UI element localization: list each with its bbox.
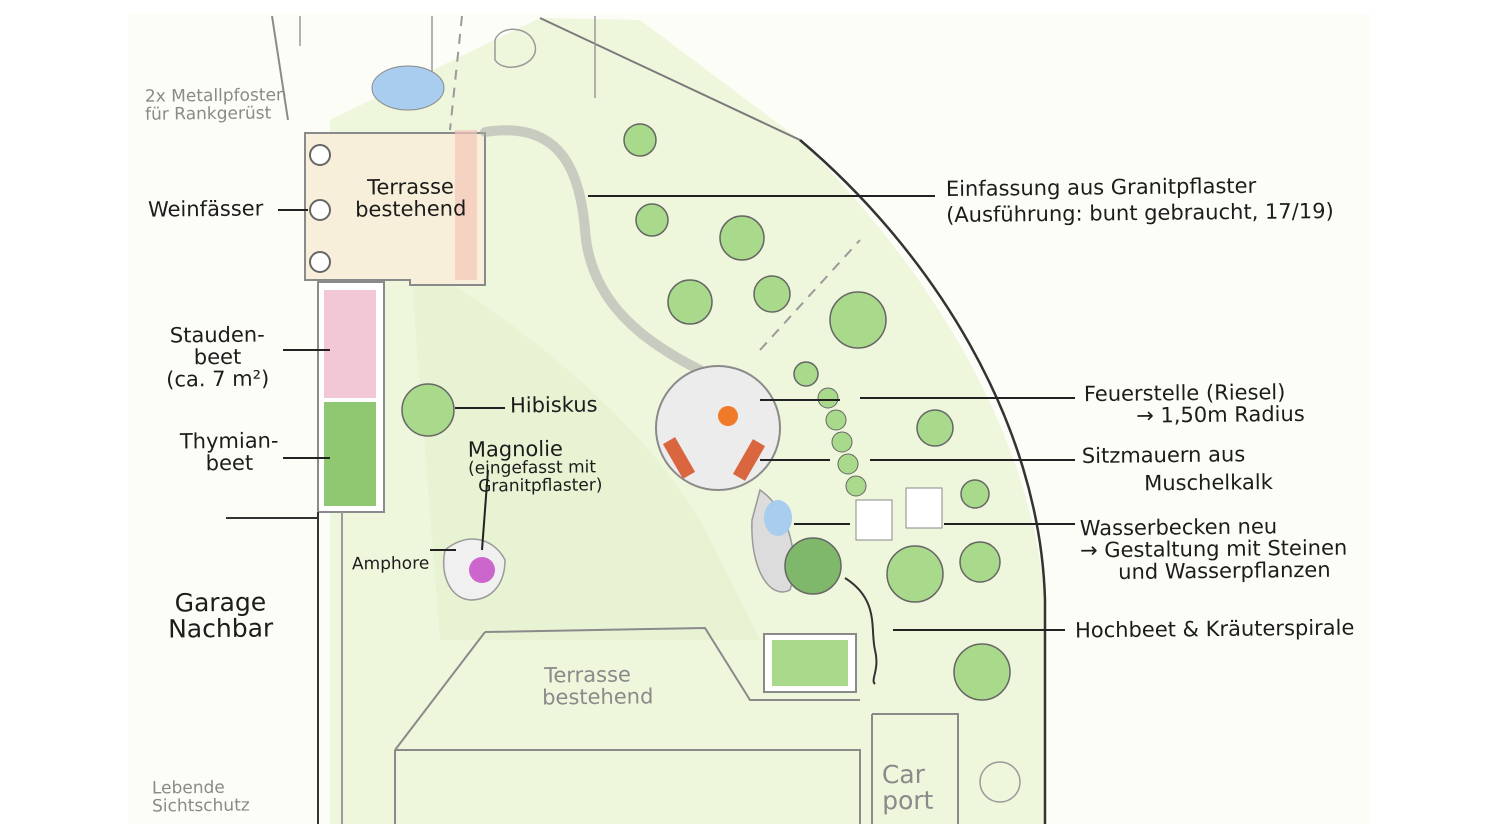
label-amphore: Amphore [351, 553, 430, 575]
path-dashed [449, 15, 463, 131]
label-terrasse-bottom: Terrasse bestehend [522, 662, 654, 710]
label-line: beet [193, 344, 242, 370]
label-line: (ca. 7 m²) [166, 366, 270, 392]
label-line: Car [881, 759, 926, 790]
label-line: Granitpflaster) [478, 475, 603, 497]
label-line: Muschelkalk [1144, 470, 1273, 496]
shrub [960, 479, 990, 509]
shrub [953, 643, 1011, 701]
label-wasserbecken: Wasserbecken neu → Gestaltung mit Steine… [1080, 514, 1348, 585]
shrub [886, 545, 944, 603]
hedge-plant [831, 431, 853, 453]
carport-outline [872, 713, 959, 824]
fence-line [271, 15, 289, 121]
wine-barrel-3 [309, 251, 331, 273]
shrub [793, 361, 819, 387]
label-terrasse-top: Terrasse bestehend [354, 174, 467, 222]
shrub [623, 123, 657, 157]
shrub [719, 215, 765, 261]
tree-outline-top [494, 28, 537, 68]
label-line: (Ausführung: bunt gebraucht, 17/19) [946, 199, 1334, 228]
hedge-plant [817, 387, 839, 409]
label-line: und Wasserpflanzen [1118, 557, 1331, 585]
label-line: Sichtschutz [151, 795, 250, 817]
stepping-stone [855, 499, 893, 541]
terrace-diagonal [394, 631, 486, 751]
label-line: Terrasse [543, 662, 631, 688]
label-line: → 1,50m Radius [1135, 401, 1305, 428]
stepping-stone [905, 487, 943, 529]
water-basin [764, 500, 792, 536]
shrubs [401, 123, 1021, 803]
tree-outline [979, 761, 1021, 803]
leader-magnolie [481, 469, 489, 551]
label-line: Sitzmauern aus [1081, 442, 1246, 468]
herb-spiral [784, 537, 842, 595]
raised-bed-planting [772, 640, 848, 686]
label-hochbeet: Hochbeet & Kräuterspirale [1074, 615, 1355, 643]
shrub [635, 203, 669, 237]
granite-border [480, 125, 705, 375]
hedge-plant [825, 409, 847, 431]
house-outline [395, 749, 861, 824]
hedge-plant [837, 453, 859, 475]
label-sitzmauern: Sitzmauern aus Muschelkalk [1081, 442, 1273, 496]
label-line: bestehend [354, 196, 467, 222]
shrub [829, 291, 887, 349]
magnolia [469, 557, 495, 583]
label-metallpfosten: 2x Metallpfosten für Rankgerüst [144, 85, 287, 125]
leader-lines [278, 195, 1075, 631]
terrace-bottom-outline [484, 626, 860, 701]
label-einfassung: Einfassung aus Granitpflaster (Ausführun… [946, 174, 1334, 228]
label-line: Nachbar [167, 613, 274, 644]
dashed-division [759, 239, 861, 351]
label-weinfaesser: Weinfässer [147, 196, 264, 222]
label-hibiskus: Hibiskus [509, 392, 598, 418]
shrub [916, 409, 954, 447]
label-magnolie: Magnolie (eingefasst mit Granitpflaster) [468, 437, 603, 497]
label-staudenbeet: Stauden- beet (ca. 7 m²) [166, 322, 270, 392]
hedge-plant [845, 475, 867, 497]
shrub [753, 275, 791, 313]
shrub [959, 541, 1001, 583]
label-thymianbeet: Thymian- beet [179, 428, 279, 476]
hedge-row [817, 387, 867, 497]
label-line: beet [205, 450, 254, 476]
fire-pit-area [655, 365, 781, 491]
label-feuerstelle: Feuerstelle (Riesel) → 1,50m Radius [1084, 380, 1305, 428]
flower-strip [455, 130, 477, 280]
wine-barrel-2 [309, 199, 331, 221]
label-garage: Garage Nachbar [167, 587, 274, 644]
property-boundary [539, 17, 801, 141]
label-carport: Car port [881, 759, 934, 816]
bench-left [662, 437, 696, 479]
hibiscus-shrub [401, 383, 455, 437]
label-line: Thymian- [179, 428, 279, 454]
garden-boundary-curve [799, 139, 1047, 824]
label-lebende: Lebende Sichtschutz [151, 778, 250, 817]
tree-top-blue [371, 65, 445, 111]
thyme-bed [324, 402, 376, 506]
shrub [667, 279, 713, 325]
label-line: Terrasse [366, 174, 454, 200]
label-line: bestehend [541, 684, 654, 710]
wine-barrel-1 [309, 144, 331, 166]
label-line: Stauden- [169, 322, 265, 348]
fire [718, 406, 738, 426]
label-line: Garage [174, 587, 267, 618]
bench-right [732, 439, 766, 481]
label-line: für Rankgerüst [144, 103, 272, 125]
lawn-shading [410, 260, 760, 640]
perennial-bed [324, 290, 376, 398]
label-line: port [881, 785, 934, 816]
bracket [844, 577, 878, 685]
